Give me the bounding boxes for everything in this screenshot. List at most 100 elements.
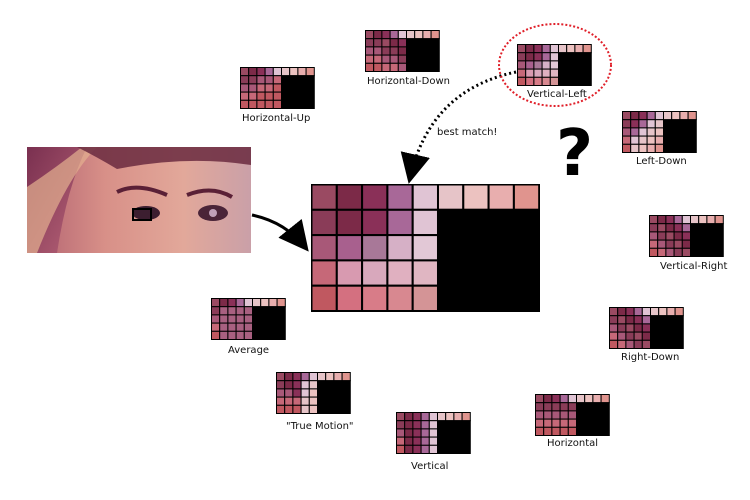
predicted-cell — [549, 52, 559, 62]
predicted-cell — [633, 315, 643, 325]
left-neighbor-cell — [396, 444, 406, 454]
predicted-cell — [641, 331, 651, 341]
predicted-cell — [411, 259, 439, 287]
predicted-cell — [673, 231, 683, 241]
left-neighbor-cell — [517, 68, 527, 78]
left-neighbor-cell — [535, 410, 545, 420]
source-photo — [27, 147, 251, 253]
predicted-cell — [549, 60, 559, 70]
mode-label-vertical-left: Vertical-Left — [527, 89, 587, 100]
predicted-cell — [243, 314, 253, 324]
predicted-cell — [420, 444, 430, 454]
predicted-cell — [549, 68, 559, 78]
mode-label-left-down: Left-Down — [636, 156, 687, 167]
mode-label-horizontal-down: Horizontal-Down — [367, 76, 451, 87]
left-neighbor-cell — [396, 428, 406, 438]
predicted-cell — [567, 410, 577, 420]
predicted-cell — [361, 259, 389, 287]
predicted-cell — [567, 402, 577, 412]
predicted-cell — [373, 54, 383, 64]
mode-label-average: Average — [228, 345, 270, 356]
predicted-cell — [654, 119, 664, 129]
predicted-cell — [551, 418, 561, 428]
mode-thumb-vertical-left — [517, 44, 592, 86]
top-neighbor-cell — [361, 183, 389, 211]
predicted-cell — [235, 330, 245, 340]
predicted-cell — [284, 404, 294, 414]
predicted-cell — [308, 404, 318, 414]
predicted-cell — [284, 396, 294, 406]
predicted-cell — [292, 388, 302, 398]
predicted-cell — [243, 306, 253, 316]
top-neighbor-cell — [404, 412, 414, 422]
predicted-cell — [397, 54, 407, 64]
left-neighbor-cell — [240, 83, 250, 93]
predicted-cell — [308, 380, 318, 390]
predicted-cell — [386, 284, 414, 312]
left-neighbor-cell — [535, 426, 545, 436]
predicted-cell — [525, 52, 535, 62]
top-neighbor-cell — [714, 215, 724, 225]
predicted-cell — [617, 339, 627, 349]
mode-thumb-grid — [622, 111, 697, 153]
predicted-cell — [284, 388, 294, 398]
mode-label-true-motion: "True Motion" — [286, 421, 354, 432]
top-neighbor-cell — [333, 372, 343, 382]
left-neighbor-cell — [276, 388, 286, 398]
predicted-cell — [373, 38, 383, 48]
top-neighbor-cell — [557, 44, 568, 54]
top-neighbor-cell — [649, 307, 660, 317]
predicted-cell — [335, 234, 364, 262]
predicted-cell — [654, 127, 664, 137]
top-neighbor-cell — [674, 307, 684, 317]
predicted-cell — [411, 234, 439, 262]
left-neighbor-cell — [240, 75, 250, 85]
top-neighbor-cell — [251, 298, 262, 308]
predicted-cell — [681, 223, 691, 233]
predicted-cell — [381, 38, 391, 48]
predicted-cell — [549, 76, 559, 86]
top-neighbor-cell — [687, 111, 697, 121]
top-neighbor-cell — [276, 298, 286, 308]
predicted-cell — [541, 68, 551, 78]
predicted-cell — [412, 436, 422, 446]
top-neighbor-cell — [541, 44, 551, 54]
top-neighbor-cell — [535, 394, 545, 404]
top-neighbor-cell — [428, 412, 438, 422]
top-neighbor-cell — [706, 215, 716, 225]
predicted-cell — [227, 306, 237, 316]
predicted-cell — [525, 60, 535, 70]
predicted-cell — [381, 54, 391, 64]
empty-region — [316, 380, 351, 414]
predicted-cell — [630, 143, 640, 153]
predicted-cell — [292, 404, 302, 414]
predicted-cell — [219, 314, 229, 324]
top-neighbor-cell — [308, 372, 318, 382]
predicted-cell — [657, 239, 667, 249]
best-match-arrow — [400, 70, 517, 184]
top-neighbor-cell — [582, 44, 592, 54]
top-neighbor-cell — [389, 30, 399, 40]
predicted-cell — [641, 315, 651, 325]
predicted-cell — [657, 247, 667, 257]
top-neighbor-cell — [679, 111, 689, 121]
top-neighbor-cell — [657, 215, 667, 225]
top-neighbor-cell — [543, 394, 553, 404]
top-neighbor-cell — [665, 215, 675, 225]
highlight-ring — [498, 23, 612, 107]
predicted-cell — [625, 315, 635, 325]
top-neighbor-cell — [264, 67, 274, 77]
predicted-cell — [657, 231, 667, 241]
predicted-cell — [633, 323, 643, 333]
predicted-cell — [256, 91, 266, 101]
top-neighbor-cell — [325, 372, 335, 382]
left-neighbor-cell — [649, 231, 659, 241]
mode-thumb-grid — [609, 307, 684, 349]
top-neighbor-cell — [551, 394, 561, 404]
predicted-cell — [272, 91, 282, 101]
predicted-cell — [681, 231, 691, 241]
predicted-cell — [248, 99, 258, 109]
predicted-cell — [646, 135, 656, 145]
predicted-cell — [248, 83, 258, 93]
